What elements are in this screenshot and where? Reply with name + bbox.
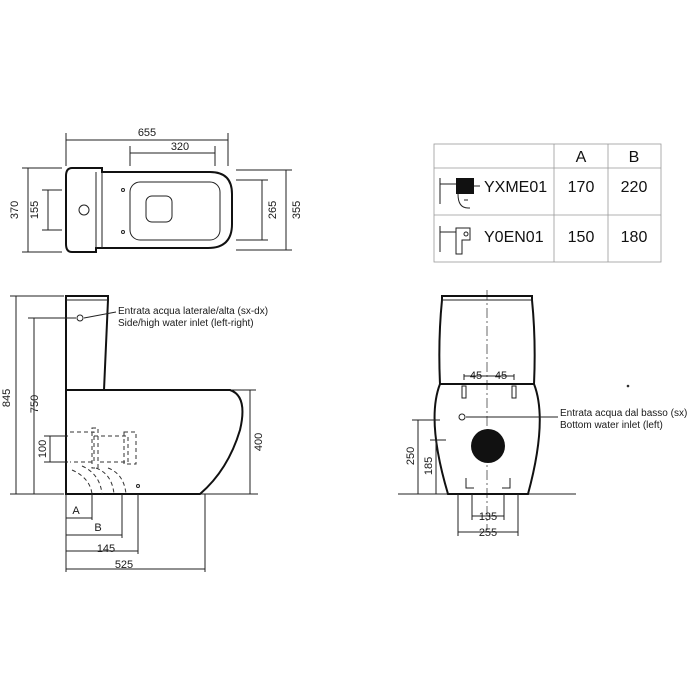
inlet-note-it: Entrata acqua dal basso (sx) <box>560 408 687 419</box>
table-header-a: A <box>576 149 587 166</box>
dim-width-255: 255 <box>479 527 497 539</box>
bowl-outline <box>65 389 244 495</box>
dim-overall-width: 655 <box>138 127 156 139</box>
flush-button-icon <box>78 204 90 216</box>
seat-outline <box>129 181 221 241</box>
dim-tank-depth: 155 <box>29 201 41 219</box>
dim-overall-height: 845 <box>1 389 13 407</box>
table-header-b: B <box>629 149 640 166</box>
water-inlet-icon <box>458 413 466 421</box>
dim-left-offset: 45 <box>470 370 482 382</box>
top-view-outline <box>65 167 233 253</box>
dim-525: 525 <box>115 559 133 571</box>
bowl-opening <box>145 195 173 223</box>
dim-height-100: 100 <box>37 440 49 458</box>
dim-bowl-depth-outer: 355 <box>291 201 303 219</box>
inlet-note-en: Bottom water inlet (left) <box>560 420 663 431</box>
top-view: 655 320 370 155 265 355 <box>9 127 303 253</box>
table-row-a: 150 <box>568 229 595 246</box>
rear-view: 45 45 Entrata acqua dal basso (sx) Botto… <box>398 290 687 539</box>
dim-145: 145 <box>97 543 115 555</box>
dim-height-250: 250 <box>405 447 417 465</box>
trap-table: A B YXME01 170 220 Y0EN01 150 180 <box>433 143 662 263</box>
inlet-note-en: Side/high water inlet (left-right) <box>118 318 254 329</box>
dim-b-label: B <box>94 522 101 534</box>
table-row-code: Y0EN01 <box>484 229 544 246</box>
dim-height-400: 400 <box>253 433 265 451</box>
inlet-note-it: Entrata acqua laterale/alta (sx-dx) <box>118 306 268 317</box>
table-row-code: YXME01 <box>484 179 547 196</box>
tank-outline <box>65 295 109 391</box>
vertical-trap-icon <box>439 226 471 255</box>
dim-overall-depth: 370 <box>9 201 21 219</box>
dim-inlet-height: 750 <box>29 395 41 413</box>
water-inlet-icon <box>76 314 84 322</box>
dim-right-offset: 45 <box>495 370 507 382</box>
dim-width-135: 135 <box>479 511 497 523</box>
outlet-hole-icon <box>471 429 505 463</box>
table-row-b: 220 <box>621 179 648 196</box>
bowl-outline <box>433 383 541 495</box>
dim-seat-width: 320 <box>171 141 189 153</box>
table-row-a: 170 <box>568 179 595 196</box>
dim-bowl-depth-inner: 265 <box>267 201 279 219</box>
horizontal-trap-icon <box>439 178 480 209</box>
dim-a-label: A <box>72 505 80 517</box>
table-row-b: 180 <box>621 229 648 246</box>
side-view: Entrata acqua laterale/alta (sx-dx) Side… <box>1 295 268 572</box>
dim-height-185: 185 <box>423 457 435 475</box>
